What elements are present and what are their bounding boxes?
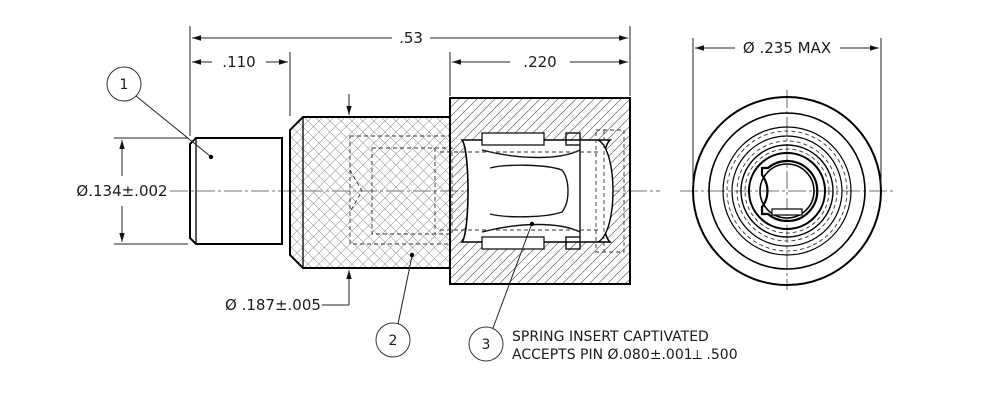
note-line-2: ACCEPTS PIN Ø.080±.001⟂ .500	[512, 347, 738, 363]
max-diameter-label: Ø .235 MAX	[743, 39, 831, 57]
end-view: Ø .235 MAX	[680, 38, 895, 290]
side-view: .53 .110 .220 Ø.134±.002	[76, 26, 738, 363]
spring-insert-note: SPRING INSERT CAPTIVATED ACCEPTS PIN Ø.0…	[512, 329, 738, 363]
balloon-1: 1	[106, 66, 214, 160]
bore-depth-label: .220	[523, 53, 556, 71]
balloon-1-number: 1	[120, 77, 129, 93]
overall-length-label: .53	[399, 29, 423, 47]
balloon-2: 2	[375, 252, 415, 358]
bore-depth-dimension: .220	[449, 52, 628, 96]
tip-length-dimension: .110	[192, 52, 291, 116]
tip-length-label: .110	[222, 53, 255, 71]
tip-part	[189, 137, 283, 245]
sleeve-section	[440, 97, 631, 285]
balloon-3: 3	[468, 221, 535, 362]
overall-length-dimension: .53	[189, 26, 631, 136]
tip-diameter-label: Ø.134±.002	[76, 182, 167, 200]
tip-diameter-dimension: Ø.134±.002	[76, 137, 188, 245]
bore-opening	[760, 159, 819, 223]
body-part	[289, 116, 453, 269]
note-line-1: SPRING INSERT CAPTIVATED	[512, 329, 709, 345]
body-diameter-label: Ø .187±.005	[225, 296, 321, 314]
max-diameter-dimension: Ø .235 MAX	[692, 38, 882, 186]
outer-circle	[692, 96, 882, 286]
balloon-2-number: 2	[389, 333, 398, 349]
body-diameter-dimension: Ø .187±.005	[225, 94, 352, 314]
balloon-3-number: 3	[482, 337, 491, 353]
